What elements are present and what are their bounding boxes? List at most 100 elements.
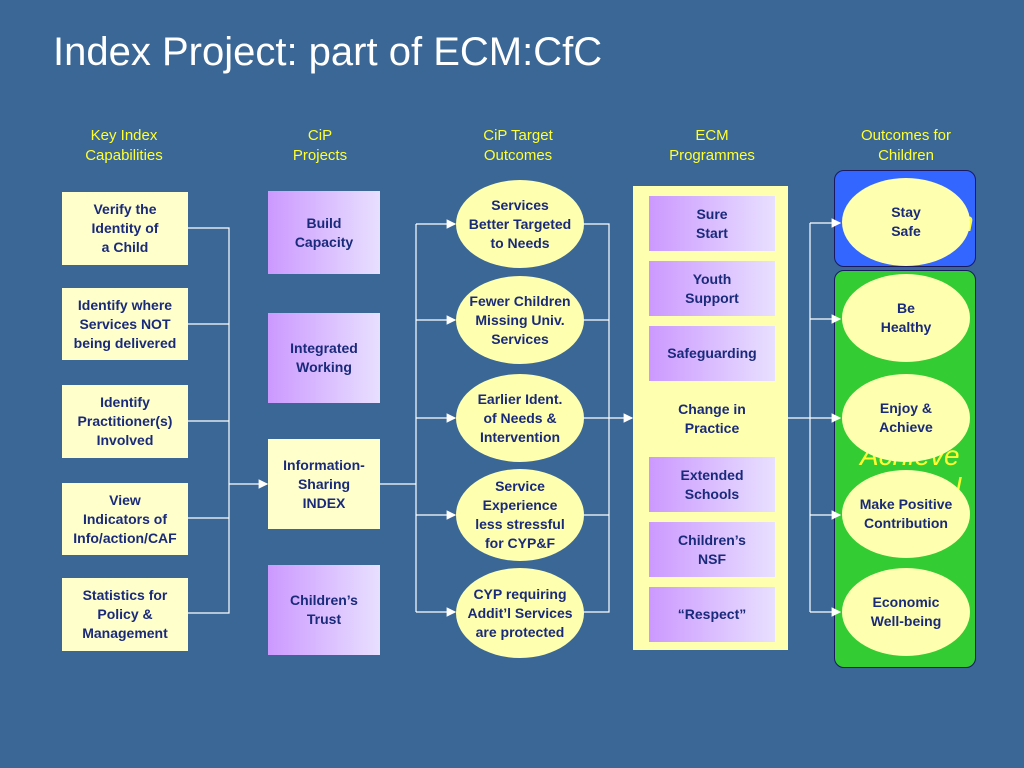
text-line: Start — [696, 224, 728, 241]
header-line: CiP — [307, 127, 333, 144]
header-cip-projects: CiP Projects — [270, 126, 370, 166]
text-line: Build — [306, 214, 342, 231]
header-line: Programmes — [669, 147, 755, 164]
text-line: Verify the — [93, 201, 157, 217]
text-line: Statistics for — [82, 587, 168, 603]
text-line: a Child — [101, 239, 149, 255]
child-outcome-enjoy-achieve: Enjoy & Achieve — [842, 374, 970, 462]
text-line: Services NOT — [79, 315, 171, 332]
text-line: Trust — [306, 611, 342, 627]
programme-respect: “Respect” — [649, 587, 775, 642]
text-line: are protected — [475, 623, 565, 640]
text-line: Economic — [872, 594, 940, 610]
text-line: Addit’l Services — [467, 604, 573, 621]
text-line: Information- — [283, 456, 365, 473]
text-line: Change in — [678, 400, 746, 417]
text-line: Stay — [891, 204, 921, 220]
text-line: INDEX — [302, 494, 346, 511]
text-line: Fewer Children — [469, 292, 571, 309]
header-line: Capabilities — [85, 147, 163, 164]
header-line: Outcomes — [483, 147, 553, 164]
header-line: CiP Target — [483, 127, 553, 144]
text-line: Indicators of — [82, 510, 167, 527]
text-line: Integrated — [290, 340, 358, 356]
text-line: Services — [491, 330, 549, 347]
text-line: NSF — [698, 550, 726, 567]
text-line: for CYP&F — [485, 535, 555, 551]
target-outcome: Earlier Ident. of Needs & Intervention — [456, 374, 584, 462]
text-line: Healthy — [880, 319, 932, 335]
text-line: Extended — [680, 466, 744, 483]
text-line: Practitioner(s) — [77, 413, 173, 429]
text-line: Children’s — [290, 592, 358, 608]
text-line: Working — [296, 359, 352, 375]
text-line: Service — [495, 478, 545, 494]
programme-safeguarding: Safeguarding — [649, 326, 775, 381]
header-ecm-programmes: ECM Programmes — [652, 126, 772, 166]
text-line: CYP requiring — [473, 585, 567, 602]
text-line: Safe — [891, 223, 921, 239]
text-line: Capacity — [294, 233, 354, 250]
text-line: Intervention — [479, 428, 561, 445]
text-line: Safeguarding — [667, 345, 757, 361]
text-line: Sharing — [297, 475, 351, 492]
text-line: of Needs & — [483, 409, 557, 426]
text-line: Sure — [696, 205, 728, 222]
slide-title: Index Project: part of ECM:CfC — [53, 30, 603, 74]
header-line: Key Index — [90, 127, 158, 144]
text-line: Identity of — [91, 220, 159, 236]
header-line: ECM — [695, 127, 729, 144]
text-line: Info/action/CAF — [73, 529, 177, 546]
text-line: Involved — [96, 432, 154, 448]
text-line: Enjoy & — [879, 400, 933, 416]
text-line: Better Targeted — [468, 215, 572, 232]
text-line: View — [109, 491, 141, 508]
text-line: Services — [491, 196, 549, 213]
text-line: to Needs — [490, 234, 550, 251]
text-line: Children’s — [678, 531, 746, 548]
text-line: Experience — [482, 497, 558, 513]
text-line: Achieve — [879, 419, 933, 435]
text-line: Make Positive — [859, 496, 953, 512]
text-line: Policy & — [97, 606, 153, 622]
text-line: Contribution — [864, 515, 948, 531]
text-line: being delivered — [73, 334, 177, 351]
text-line: Youth — [692, 270, 732, 287]
text-line: “Respect” — [677, 606, 747, 622]
text-line: Identify — [100, 394, 150, 410]
text-line: Support — [685, 289, 739, 306]
text-line: Earlier Ident. — [477, 390, 563, 407]
text-line: less stressful — [475, 516, 565, 532]
text-line: Well-being — [870, 613, 942, 629]
header-line: Outcomes for — [860, 127, 952, 144]
header-line: Children — [878, 147, 934, 164]
text-line: Be — [897, 300, 915, 316]
header-line: Projects — [292, 147, 348, 164]
